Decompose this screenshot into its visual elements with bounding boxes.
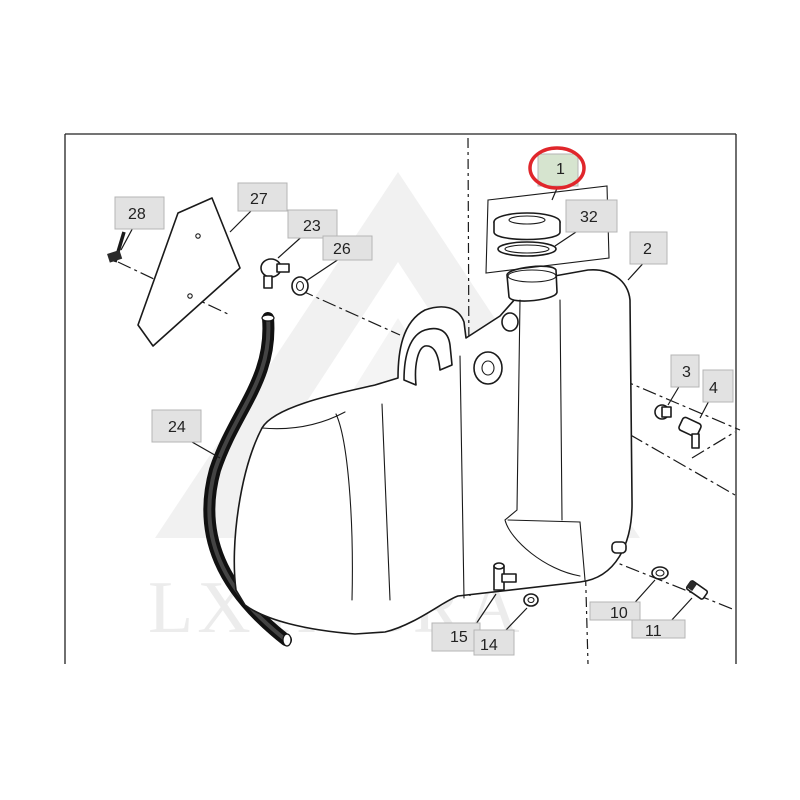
connector-part-11 bbox=[685, 580, 709, 600]
clamp-part-10 bbox=[651, 566, 669, 580]
callout-1-highlighted: 1 bbox=[528, 146, 586, 190]
elbow-fitting-part-4 bbox=[678, 416, 702, 449]
callout-23: 23 bbox=[287, 209, 338, 239]
callout-10: 10 bbox=[589, 601, 641, 622]
svg-text:28: 28 bbox=[128, 206, 146, 223]
callout-28: 28 bbox=[114, 196, 165, 230]
tee-fitting-part-15 bbox=[493, 562, 517, 591]
screw-part-28 bbox=[107, 231, 126, 263]
svg-text:10: 10 bbox=[610, 605, 628, 622]
bracket-part-27 bbox=[137, 197, 241, 347]
svg-text:4: 4 bbox=[709, 380, 718, 397]
clip-part-14 bbox=[523, 593, 539, 607]
svg-text:1: 1 bbox=[556, 161, 565, 178]
grommet-part-26 bbox=[291, 276, 309, 296]
callout-24: 24 bbox=[151, 409, 202, 443]
tank-part-2 bbox=[233, 265, 633, 635]
callout-27: 27 bbox=[237, 182, 288, 212]
cap-assembly-part-1 bbox=[485, 185, 610, 274]
callout-2: 2 bbox=[629, 231, 668, 265]
svg-text:23: 23 bbox=[303, 218, 321, 235]
callout-26: 26 bbox=[322, 235, 373, 261]
elbow-fitting-part-23 bbox=[260, 258, 290, 289]
svg-text:26: 26 bbox=[333, 241, 351, 258]
svg-text:11: 11 bbox=[645, 623, 662, 640]
callout-32: 32 bbox=[565, 199, 618, 233]
svg-text:3: 3 bbox=[682, 364, 691, 381]
diagram-frame bbox=[64, 133, 737, 664]
svg-text:2: 2 bbox=[643, 241, 652, 258]
svg-text:32: 32 bbox=[580, 209, 598, 226]
callout-4: 4 bbox=[702, 369, 734, 403]
callout-3: 3 bbox=[670, 354, 700, 388]
callout-14: 14 bbox=[473, 629, 515, 656]
svg-text:15: 15 bbox=[450, 629, 468, 646]
svg-text:27: 27 bbox=[250, 191, 268, 208]
svg-text:24: 24 bbox=[168, 419, 186, 436]
plug-part-3 bbox=[654, 404, 672, 420]
svg-text:14: 14 bbox=[480, 637, 498, 654]
callout-15: 15 bbox=[431, 622, 481, 652]
callout-11: 11 bbox=[631, 619, 686, 640]
